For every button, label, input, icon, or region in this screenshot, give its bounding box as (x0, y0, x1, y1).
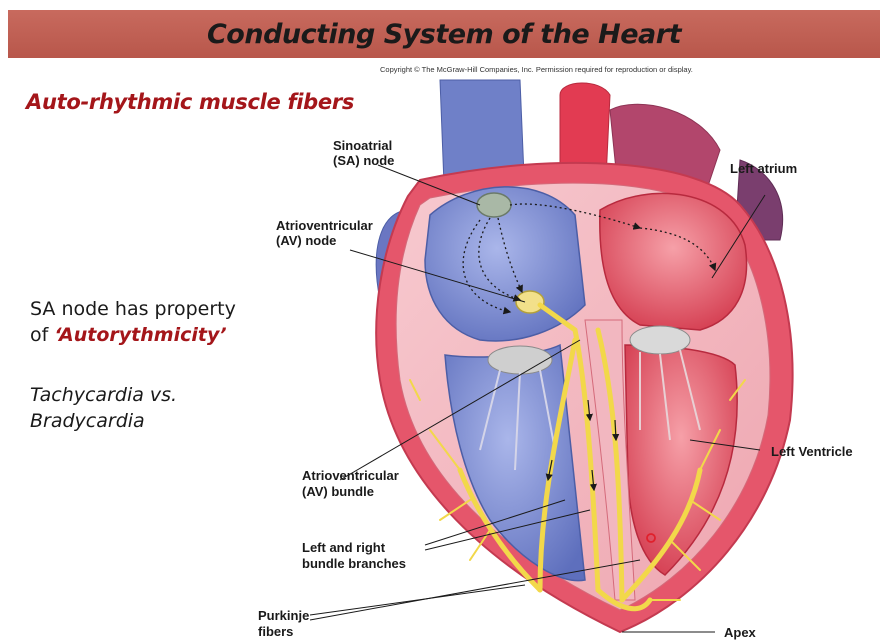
left-atrium (600, 193, 747, 330)
label-av-bundle-line1: Atrioventricular (302, 468, 399, 483)
label-purkinje-line2: fibers (258, 624, 293, 639)
label-av-node-line2: (AV) node (276, 233, 336, 248)
av-node (516, 291, 544, 313)
label-bundle-branches-line2: bundle branches (302, 556, 406, 571)
label-left-atrium: Left atrium (730, 161, 797, 176)
sa-node (477, 193, 511, 217)
valve-right (488, 346, 552, 374)
label-purkinje-line1: Purkinje (258, 608, 309, 623)
label-sa-node-line2: (SA) node (333, 153, 394, 168)
label-av-bundle-line2: (AV) bundle (302, 484, 374, 499)
label-sa-node-line1: Sinoatrial (333, 138, 392, 153)
label-av-node-line1: Atrioventricular (276, 218, 373, 233)
label-left-ventricle: Left Ventricle (771, 444, 853, 459)
label-bundle-branches-line1: Left and right (302, 540, 386, 555)
valve-left (630, 326, 690, 354)
label-apex: Apex (724, 625, 757, 640)
